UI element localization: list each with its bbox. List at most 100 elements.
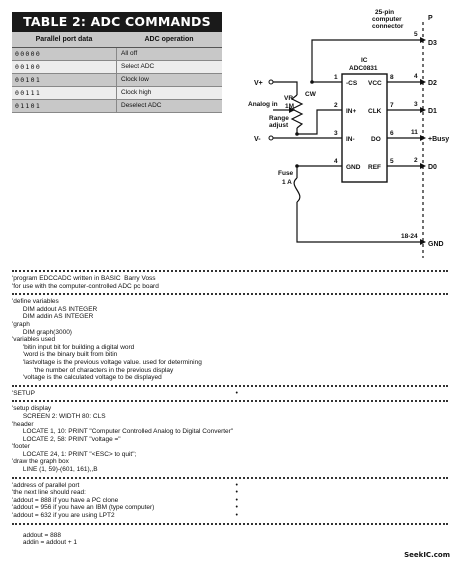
code-line: 'define variables xyxy=(12,298,59,306)
pin-number: 1 xyxy=(334,74,338,81)
site-watermark: SeekIC.com xyxy=(404,551,450,559)
vminus-label: V- xyxy=(254,136,261,143)
code-line: 'lastvoltage is the previous voltage val… xyxy=(12,358,202,366)
code-line: 'the next line should read: xyxy=(12,489,448,497)
code-block-assign: addout = 888 addin = addout + 1 xyxy=(12,532,448,547)
code-line: 'program EDCCADC written in BASIC Barry … xyxy=(12,275,156,282)
connector-pin-number: 18-24 xyxy=(401,233,418,240)
ic-part-number: ADC0831 xyxy=(349,65,378,72)
table-title: TABLE 2: ADC COMMANDS xyxy=(12,12,222,32)
separator xyxy=(12,270,448,272)
adc-commands-table: TABLE 2: ADC COMMANDS Parallel port data… xyxy=(12,12,222,113)
table-header: Parallel port data ADC operation xyxy=(12,32,222,48)
signal-gnd: GND xyxy=(428,241,444,248)
ic-label: IC xyxy=(361,57,368,64)
range-adjust-label: adjust xyxy=(269,122,289,129)
port-p-label: P xyxy=(428,15,433,22)
basic-program-listing: 'program EDCCADC written in BASIC Barry … xyxy=(12,267,448,547)
code-line: 'for use with the computer-controlled AD… xyxy=(12,282,159,290)
column-header-port-data: Parallel port data xyxy=(35,36,93,43)
pin-number: 7 xyxy=(390,102,394,109)
code-block-header: 'program EDCCADC written in BASIC Barry … xyxy=(12,275,448,290)
code-line: LOCATE 24, 1: PRINT "<ESC> to quit"; xyxy=(12,450,137,458)
signal-d2: D2 xyxy=(428,80,437,87)
connector-label: connector xyxy=(372,23,404,30)
connector-pin-number: 4 xyxy=(414,73,418,80)
column-header-adc-operation: ADC operation xyxy=(144,36,194,43)
code-line: 'graph xyxy=(12,320,30,328)
port-data-cell: 00111 xyxy=(15,89,42,97)
port-data-cell: 00101 xyxy=(15,76,42,84)
pin-name: IN+ xyxy=(346,108,357,115)
separator xyxy=(12,400,448,403)
table-row: 00100 Select ADC xyxy=(12,61,222,74)
code-block-setup: 'setup display SCREEN 2: WIDTH 80: CLS '… xyxy=(12,405,448,473)
pin-number: 4 xyxy=(334,158,338,165)
code-line: 'addout = 888 if you have a PC clone xyxy=(12,497,448,505)
signal-d3: D3 xyxy=(428,40,437,47)
code-line: addout = 888 xyxy=(12,531,61,539)
wire-ground-bus xyxy=(296,202,420,243)
adc-operation-cell: Deselect ADC xyxy=(116,100,222,112)
code-line: 'voltage is the calculated voltage to be… xyxy=(12,374,162,382)
vplus-label: V+ xyxy=(254,80,263,87)
code-line: 'footer xyxy=(12,443,30,451)
code-line: 'addout = 632 if you are using LPT2 xyxy=(12,512,448,520)
fuse xyxy=(293,177,301,203)
input-terminals xyxy=(268,79,274,141)
pin-name: -CS xyxy=(346,80,358,87)
wire-vplus xyxy=(273,81,298,95)
code-line: 'header xyxy=(12,420,34,428)
code-line: 'addout = 956 if you have an IBM (type c… xyxy=(12,504,448,512)
code-block-setup-title: 'SETUP xyxy=(12,390,448,398)
vr-value: 1M xyxy=(285,103,294,110)
connector-pin-number: 11 xyxy=(411,129,418,136)
potentiometer xyxy=(290,94,304,129)
separator xyxy=(12,476,448,479)
port-data-cell: 00100 xyxy=(15,63,42,71)
signal-busy: +Busy xyxy=(428,136,449,143)
signal-d0: D0 xyxy=(428,164,437,171)
junction-dots xyxy=(295,80,314,168)
port-data-cell: 00000 xyxy=(15,50,42,58)
separator xyxy=(12,384,448,387)
code-block-variables: 'define variables DIM addout AS INTEGER … xyxy=(12,298,448,382)
code-line: 'address of parallel port xyxy=(12,482,448,490)
adc-schematic: 25-pin computer connector P IC ADC0831 1… xyxy=(248,9,449,258)
pin-name: CLK xyxy=(368,108,382,115)
connector-pin-number: 2 xyxy=(414,157,418,164)
code-block-port-address: 'address of parallel port 'the next line… xyxy=(12,482,448,520)
connector-pin-number: 3 xyxy=(414,101,418,108)
code-line: 'variables used xyxy=(12,336,56,344)
analog-in-label: Analog in xyxy=(248,101,278,108)
pin-number: 2 xyxy=(334,102,338,109)
code-line: LINE (1, 59)-(601, 161),,B xyxy=(12,466,98,474)
code-line: SCREEN 2: WIDTH 80: CLS xyxy=(12,412,106,420)
pin-name: VCC xyxy=(368,80,382,87)
code-line: DIM addin AS INTEGER xyxy=(12,313,94,321)
table-row: 00000 All off xyxy=(12,48,222,61)
vr-label: VR xyxy=(284,95,293,102)
pin-name: REF xyxy=(368,164,381,171)
adc-operation-cell: All off xyxy=(116,48,222,60)
connector-label: computer xyxy=(372,16,402,23)
ic-body xyxy=(341,73,388,183)
separator xyxy=(12,522,448,525)
code-line: 'the number of characters in the previou… xyxy=(12,366,174,374)
pin-number: 3 xyxy=(334,130,338,137)
wire-d3 xyxy=(311,39,420,83)
code-line: 'bitin input bit for building a digital … xyxy=(12,343,135,351)
table-row: 01101 Deselect ADC xyxy=(12,100,222,113)
signal-d1: D1 xyxy=(428,108,437,115)
port-data-cell: 01101 xyxy=(15,102,42,110)
adc-operation-cell: Select ADC xyxy=(116,61,222,73)
wire-gnd-pin xyxy=(296,165,342,178)
pin-name: IN- xyxy=(346,136,355,143)
pin-number: 6 xyxy=(390,130,394,137)
cw-label: CW xyxy=(305,91,317,98)
range-adjust-label: Range xyxy=(269,115,289,122)
code-line: LOCATE 2, 58: PRINT "voltage =" xyxy=(12,435,121,443)
